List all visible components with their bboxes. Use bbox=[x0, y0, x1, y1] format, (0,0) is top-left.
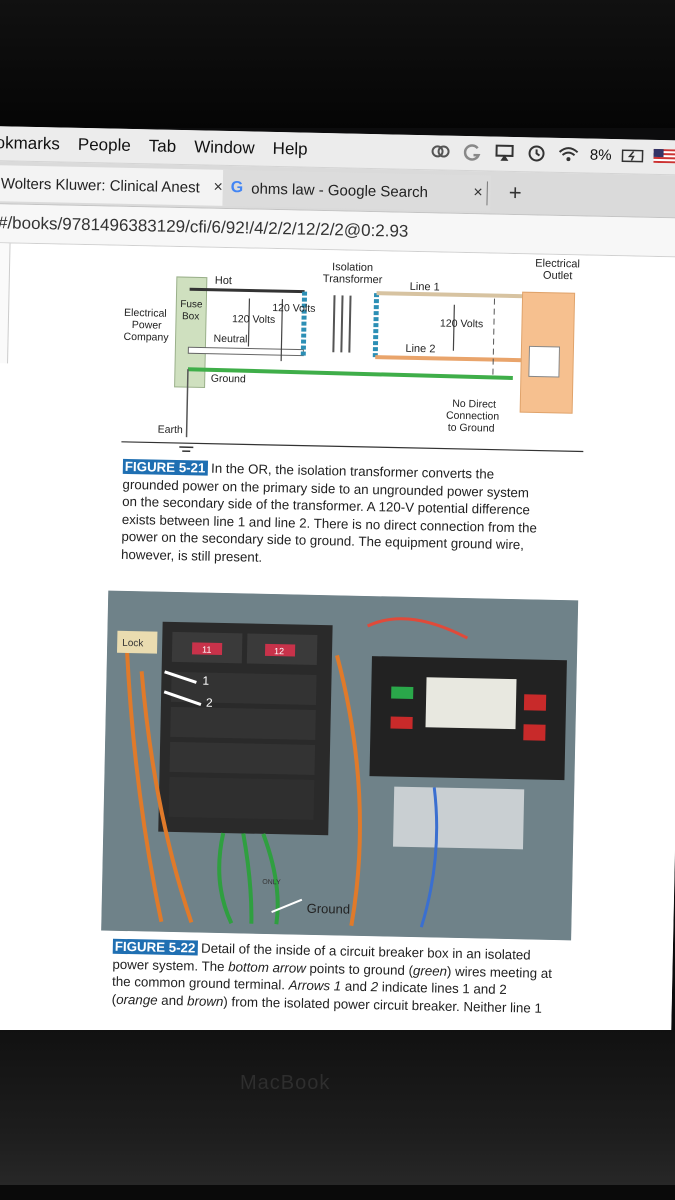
voltage-arrow bbox=[247, 298, 251, 347]
laptop-top-bezel bbox=[0, 0, 675, 128]
tab-title: ohms law - Google Search bbox=[251, 179, 429, 201]
ground-label: Ground bbox=[307, 901, 351, 917]
voltage-arrow bbox=[452, 304, 455, 351]
keyboard-edge bbox=[0, 1185, 675, 1200]
label-no-direct: No Direct bbox=[452, 398, 496, 411]
label-electrical-company: Electrical bbox=[124, 307, 167, 320]
label-electrical: Electrical bbox=[535, 257, 580, 270]
menu-bar: okmarks People Tab Window Help 8% bbox=[0, 126, 675, 176]
label-ground: Ground bbox=[211, 373, 246, 386]
earth-wire bbox=[185, 369, 189, 438]
label-earth: Earth bbox=[158, 424, 184, 437]
arrow-label-1: 1 bbox=[202, 674, 209, 688]
line1-wire bbox=[376, 291, 525, 299]
tab-wolters-kluwer[interactable]: Wolters Kluwer: Clinical Anest × bbox=[0, 164, 232, 207]
menu-help[interactable]: Help bbox=[272, 138, 308, 159]
label-company: Company bbox=[123, 331, 169, 344]
menu-bookmarks[interactable]: okmarks bbox=[0, 133, 61, 154]
isolation-transformer-diagram: Isolation Transformer Electrical Outlet … bbox=[121, 257, 584, 453]
caption-emphasis: orange bbox=[116, 991, 158, 1008]
new-tab-button[interactable]: + bbox=[508, 179, 522, 206]
earth-baseline bbox=[121, 441, 584, 453]
tab-google-search[interactable]: G ohms law - Google Search × bbox=[222, 169, 492, 212]
core-line bbox=[332, 295, 336, 353]
arrow-label-2: 2 bbox=[206, 696, 213, 710]
flag-icon[interactable] bbox=[653, 146, 675, 166]
close-icon[interactable]: × bbox=[213, 178, 223, 196]
label-to-ground: to Ground bbox=[448, 422, 495, 435]
caption-text: and bbox=[341, 978, 371, 995]
label-fuse: Fuse bbox=[180, 299, 203, 310]
label-connection: Connection bbox=[446, 410, 500, 423]
figure-5-21-caption: FIGURE 5-21 In the OR, the isolation tra… bbox=[121, 458, 543, 572]
tape-label: Lock bbox=[122, 638, 144, 649]
voltage-arrow bbox=[280, 299, 284, 362]
label-outlet: Outlet bbox=[543, 270, 573, 283]
caption-emphasis: brown bbox=[186, 992, 224, 1009]
line2-wire bbox=[375, 355, 524, 363]
only-label: ONLY bbox=[262, 879, 281, 886]
caption-emphasis: green bbox=[412, 962, 448, 979]
core-line bbox=[348, 295, 352, 353]
photo-drawing: 11 12 1 2 Ground Lock ONLY bbox=[101, 590, 579, 941]
label-line2: Line 2 bbox=[405, 343, 435, 356]
core-line bbox=[340, 295, 344, 353]
page-content: Isolation Transformer Electrical Outlet … bbox=[0, 242, 675, 1061]
label-line1: Line 1 bbox=[410, 281, 440, 294]
label-power: Power bbox=[132, 319, 163, 332]
book-reader: Isolation Transformer Electrical Outlet … bbox=[98, 246, 615, 1061]
primary-coil bbox=[300, 291, 308, 356]
airplay-icon[interactable] bbox=[494, 143, 516, 163]
fuse-box bbox=[174, 276, 208, 389]
battery-percent: 8% bbox=[589, 146, 612, 164]
caption-text: and bbox=[157, 992, 188, 1008]
caption-text: In the OR, the isolation transformer con… bbox=[120, 460, 538, 565]
figure-label: FIGURE 5-21 bbox=[122, 458, 208, 476]
label-transformer: Transformer bbox=[323, 273, 383, 286]
menu-window[interactable]: Window bbox=[194, 137, 255, 158]
time-machine-icon[interactable] bbox=[526, 143, 548, 163]
creative-cloud-icon[interactable] bbox=[430, 141, 452, 161]
laptop-bottom-bezel bbox=[0, 1030, 675, 1200]
caption-text: points to ground ( bbox=[305, 960, 414, 978]
breaker-11: 11 bbox=[202, 645, 212, 655]
label-neutral: Neutral bbox=[213, 333, 247, 346]
label-120v-c: 120 Volts bbox=[440, 317, 483, 330]
label-box: Box bbox=[182, 311, 199, 322]
outlet-face bbox=[528, 345, 561, 378]
menu-tab[interactable]: Tab bbox=[148, 136, 177, 156]
hot-wire bbox=[189, 287, 305, 294]
url-text[interactable]: #/books/9781496383129/cfi/6/92!/4/2/2/12… bbox=[0, 213, 409, 241]
breaker-12: 12 bbox=[274, 646, 284, 656]
grammarly-icon[interactable] bbox=[462, 142, 484, 162]
dashed-line bbox=[492, 298, 495, 379]
side-panel-edge bbox=[0, 242, 11, 364]
battery-icon[interactable] bbox=[621, 145, 644, 165]
caption-emphasis: bottom arrow bbox=[228, 958, 306, 976]
ground-wire bbox=[187, 367, 513, 381]
tab-title: Wolters Kluwer: Clinical Anest bbox=[0, 174, 200, 196]
label-120v-b: 120 Volts bbox=[272, 302, 315, 315]
caption-text: ) from the isolated power circuit breake… bbox=[223, 993, 542, 1016]
label-120v-a: 120 Volts bbox=[232, 313, 275, 326]
status-menus: 8% bbox=[430, 141, 675, 166]
caption-emphasis: Arrows 1 bbox=[288, 977, 342, 994]
secondary-coil bbox=[372, 293, 380, 358]
google-icon: G bbox=[230, 179, 244, 197]
laptop-brand: MacBook bbox=[240, 1072, 331, 1094]
screen: okmarks People Tab Window Help 8% bbox=[0, 126, 675, 1061]
label-isolation: Isolation bbox=[332, 261, 373, 274]
close-icon[interactable]: × bbox=[473, 184, 483, 202]
figure-5-22-caption: FIGURE 5-22 Detail of the inside of a ci… bbox=[112, 938, 553, 1017]
menu-people[interactable]: People bbox=[77, 134, 131, 155]
label-hot: Hot bbox=[215, 275, 232, 287]
figure-label: FIGURE 5-22 bbox=[112, 938, 198, 956]
circuit-breaker-photo: 11 12 1 2 Ground Lock ONLY bbox=[101, 590, 579, 941]
wifi-icon[interactable] bbox=[558, 144, 580, 164]
